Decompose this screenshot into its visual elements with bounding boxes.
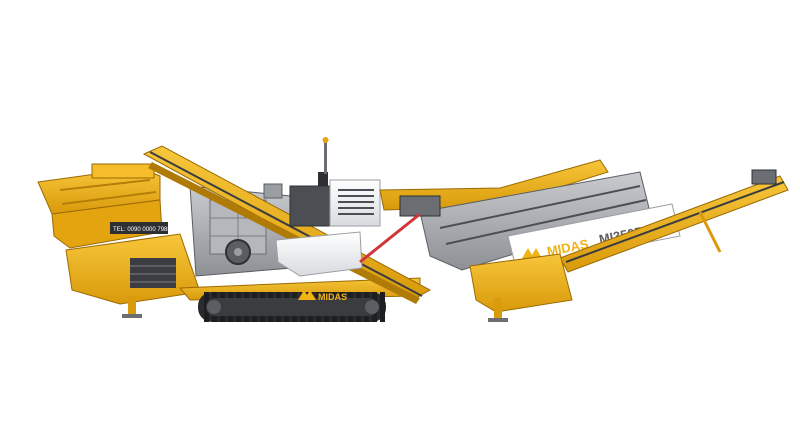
side-conveyor xyxy=(559,169,789,273)
engine-grille xyxy=(338,189,374,215)
power-unit xyxy=(275,137,381,277)
crawler-track: MIDAS xyxy=(198,290,386,322)
support-leg xyxy=(128,296,136,316)
support-foot xyxy=(122,314,142,318)
rear-support-leg xyxy=(494,298,502,320)
exhaust-stack xyxy=(318,172,328,186)
antenna xyxy=(324,140,327,174)
vibrating-screen xyxy=(359,159,651,271)
track-brand-text: MIDAS xyxy=(318,292,347,302)
track-tread xyxy=(380,292,385,322)
rear-frame xyxy=(469,253,573,322)
conveyor-head-drum xyxy=(751,169,777,185)
phone-text: TEL: 0090 0000 7988 xyxy=(113,227,171,233)
phone-plate xyxy=(110,222,168,234)
feed-hopper: TEL: 0090 0000 7988 xyxy=(37,163,171,249)
chassis xyxy=(65,233,421,318)
track-logo: MIDAS xyxy=(298,290,347,302)
hydraulic-ram xyxy=(359,212,421,264)
hydraulic-block xyxy=(399,195,441,217)
